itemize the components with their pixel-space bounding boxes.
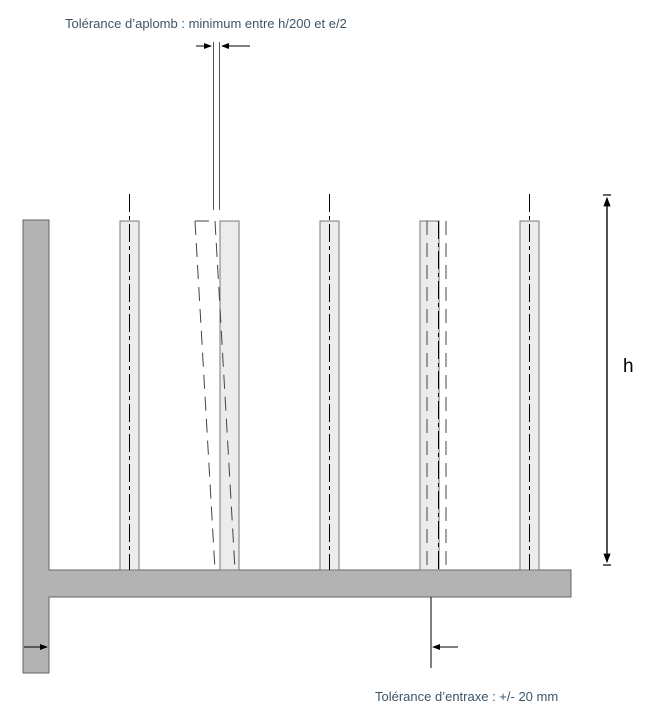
height-label: h [623,356,634,377]
tilted-stud-outline [194,220,236,571]
shifted-stud-outline [426,221,447,570]
wall-slab-section [22,219,572,674]
stud-4 [419,220,440,571]
centerlines [129,194,530,570]
plumb-tolerance-marker [196,42,250,210]
stud-2 [219,220,240,571]
spacing-tolerance-marker [24,597,458,668]
plumb-tolerance-label: Tolérance d’aplomb : minimum entre h/200… [65,16,347,31]
height-dimension [603,194,611,566]
spacing-tolerance-label: Tolérance d’entraxe : +/- 20 mm [375,689,559,704]
